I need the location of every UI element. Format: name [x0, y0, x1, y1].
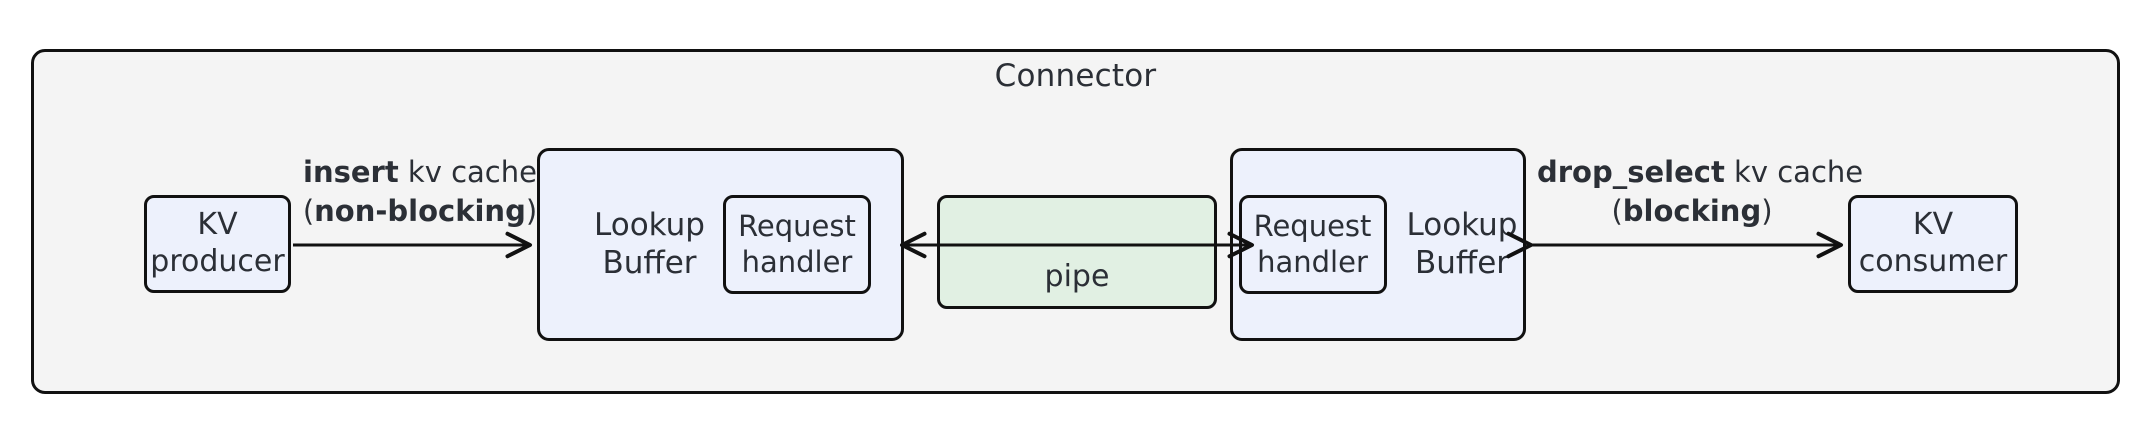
insert-paren-close: )	[525, 194, 538, 229]
lookup-buffer-right-line2: Buffer	[1414, 244, 1510, 281]
insert-rest: kv cache	[398, 155, 537, 189]
pipe-node[interactable]: pipe	[937, 195, 1217, 309]
insert-edge-label-line2: (non-blocking)	[300, 192, 540, 231]
drop-select-edge-label: drop_select kv cache (blocking)	[1537, 153, 1863, 231]
request-handler-left-line1: Request	[738, 209, 856, 244]
insert-edge-label-line1: insert kv cache	[300, 153, 540, 192]
lookup-buffer-right-line1: Lookup	[1406, 206, 1518, 243]
kv-consumer-line1: KV	[1912, 207, 1954, 243]
drop-select-keyword: drop_select	[1537, 155, 1725, 189]
lookup-buffer-left-line1: Lookup	[594, 206, 705, 243]
kv-producer-node[interactable]: KV producer	[144, 195, 291, 293]
drop-select-edge-label-line2: (blocking)	[1537, 192, 1847, 231]
insert-edge-label: insert kv cache (non-blocking)	[300, 153, 540, 231]
blocking-keyword: blocking	[1622, 194, 1762, 229]
non-blocking-keyword: non-blocking	[314, 194, 526, 229]
lookup-buffer-left-row: Lookup Buffer Request handler	[540, 151, 913, 338]
lookup-buffer-left-node[interactable]: Lookup Buffer Request handler	[537, 148, 904, 341]
insert-keyword: insert	[303, 155, 399, 189]
kv-producer-line1: KV	[197, 207, 238, 243]
connector-title: Connector	[994, 58, 1157, 94]
request-handler-left-node[interactable]: Request handler	[722, 195, 871, 294]
kv-producer-line2: producer	[150, 244, 285, 279]
lookup-buffer-left-line2: Buffer	[602, 244, 697, 281]
insert-paren-open: (	[302, 194, 315, 229]
kv-consumer-line2: consumer	[1858, 244, 2008, 279]
request-handler-left-line2: handler	[741, 244, 853, 279]
lookup-buffer-right-node[interactable]: Request handler Lookup Buffer	[1230, 148, 1526, 341]
drop-select-edge-label-line1: drop_select kv cache	[1537, 153, 1863, 192]
lookup-buffer-left-label: Lookup Buffer	[594, 207, 705, 283]
drop-select-paren-close: )	[1761, 194, 1773, 229]
lookup-buffer-right-label: Lookup Buffer	[1407, 207, 1518, 283]
pipe-label: pipe	[1044, 259, 1110, 294]
request-handler-right-line1: Request	[1253, 209, 1372, 244]
drop-select-rest: kv cache	[1724, 155, 1864, 189]
kv-consumer-node[interactable]: KV consumer	[1848, 195, 2018, 293]
drop-select-paren-open: (	[1611, 194, 1623, 229]
request-handler-right-line2: handler	[1257, 244, 1368, 279]
request-handler-right-node[interactable]: Request handler	[1238, 195, 1387, 294]
lookup-buffer-right-row: Request handler Lookup Buffer	[1233, 151, 1531, 338]
